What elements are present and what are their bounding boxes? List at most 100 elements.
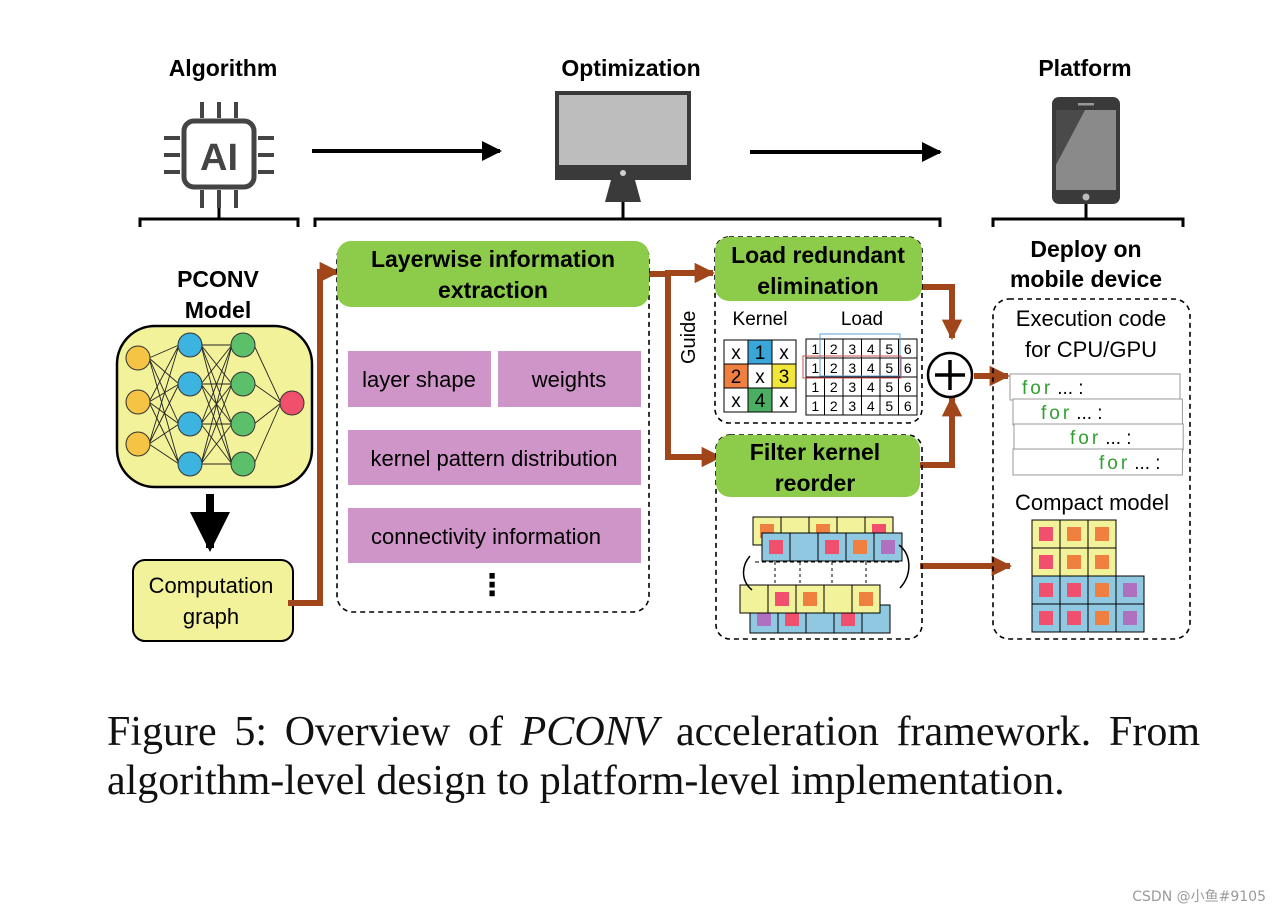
extraction-title-line2: extraction [438, 277, 548, 303]
compact-mark [1067, 583, 1081, 597]
load-cell-label: 2 [830, 379, 838, 395]
compact-mark [1067, 555, 1081, 569]
load-cell-label: 4 [867, 398, 875, 414]
load-cell-label: 6 [904, 398, 912, 414]
reorder-swap-left [742, 555, 753, 591]
kernel-cell-label: x [731, 391, 741, 412]
deploy-title-line1: Deploy on [1030, 236, 1141, 262]
loop-keyword: for [1041, 403, 1072, 424]
kernel-cell-label: 3 [779, 367, 790, 388]
reorder-mark [757, 612, 771, 626]
compact-mark [1067, 527, 1081, 541]
caption-emph: PCONV [520, 709, 659, 755]
item-connectivity-box [348, 508, 641, 563]
kernel-cell [771, 387, 797, 413]
kernel-cell-label: 2 [731, 367, 742, 388]
item-layer-shape: layer shape [362, 367, 476, 392]
load-elim-title-line2: elimination [757, 273, 878, 299]
network-node [230, 411, 256, 437]
network-node [177, 371, 203, 397]
network-edge [148, 423, 180, 445]
compact-model-label: Compact model [1015, 490, 1169, 515]
network-node [177, 451, 203, 477]
reorder-mark [841, 612, 855, 626]
load-cell-label: 3 [848, 398, 856, 414]
loop-line-box [1012, 398, 1183, 426]
network-node [230, 451, 256, 477]
load-elim-panel [714, 236, 923, 424]
load-cell-label: 5 [885, 398, 893, 414]
network-node [177, 332, 203, 358]
load-cell-label: 6 [904, 360, 912, 376]
header-algorithm: Algorithm [169, 55, 278, 81]
network-node [279, 390, 305, 416]
load-elim-title-line1: Load redundant [731, 242, 905, 268]
load-window-blue [819, 333, 901, 377]
caption-prefix: Figure 5: Overview of [107, 709, 521, 755]
flow-arrows [288, 261, 1013, 606]
compact-mark [1095, 611, 1109, 625]
loop-keyword: for [1099, 453, 1130, 474]
compact-mark [1039, 555, 1053, 569]
reorder-panel [715, 434, 923, 640]
compact-mark [1067, 611, 1081, 625]
reorder-cell [789, 532, 819, 562]
network-edge [200, 344, 233, 385]
kernel-cell-label: 1 [755, 343, 766, 364]
reorder-mark [859, 592, 873, 606]
load-elim-title-box [715, 237, 922, 301]
load-cell-label: 5 [885, 379, 893, 395]
load-cell-label: 1 [811, 398, 819, 414]
header-platform: Platform [1038, 55, 1131, 81]
caption-suffix: acceleration framework. From algorithm-l… [107, 709, 1200, 804]
kernel-cell-label: x [731, 343, 741, 364]
reorder-mark [881, 540, 895, 554]
network-edge [148, 344, 180, 403]
section-braces [138, 202, 1185, 227]
load-cell-label: 2 [830, 341, 838, 357]
network-edge [253, 383, 282, 404]
load-cell-label: 5 [885, 360, 893, 376]
reorder-cell [823, 584, 853, 614]
compact-cell [1059, 547, 1089, 577]
loop-suffix: ... : [1105, 428, 1131, 449]
load-cell-label: 3 [848, 341, 856, 357]
network-edge [148, 357, 180, 425]
compact-mark [1095, 583, 1109, 597]
network-edge [200, 383, 233, 465]
deploy-title-line2: mobile device [1010, 266, 1162, 292]
load-cell-label: 4 [867, 379, 875, 395]
reorder-mark [775, 592, 789, 606]
watermark: CSDN @小鱼#9105 [1132, 889, 1266, 905]
item-weights: weights [531, 367, 607, 392]
reorder-cell [739, 584, 769, 614]
compact-cell [1087, 519, 1117, 549]
more-items: ⋮ [477, 569, 507, 602]
figure-caption: Figure 5: Overview of PCONV acceleration… [107, 708, 1200, 806]
network-node [125, 431, 151, 457]
compact-mark [1039, 527, 1053, 541]
load-cell [898, 395, 918, 416]
reorder-title-box [716, 435, 920, 497]
network-edge [200, 423, 233, 465]
network-edge [148, 357, 180, 385]
kernel-cell-label: 4 [755, 391, 766, 412]
reorder-title-line1: Filter kernel [750, 439, 880, 465]
reorder-mark [853, 540, 867, 554]
network-edge [148, 344, 180, 445]
loop-line: for... : [1070, 428, 1132, 449]
reorder-swap-right [898, 544, 910, 589]
load-cell-label: 3 [848, 360, 856, 376]
network-edge [200, 344, 233, 465]
load-label: Load [841, 309, 883, 330]
network-edge [148, 357, 180, 465]
network-node [230, 371, 256, 397]
compact-mark [1123, 583, 1137, 597]
graph-label-line1: Computation [149, 573, 274, 598]
model-title-line1: PCONV [177, 266, 259, 292]
item-connectivity: connectivity information [371, 524, 601, 549]
graph-label-line2: graph [183, 604, 239, 629]
load-window-red [802, 355, 902, 379]
